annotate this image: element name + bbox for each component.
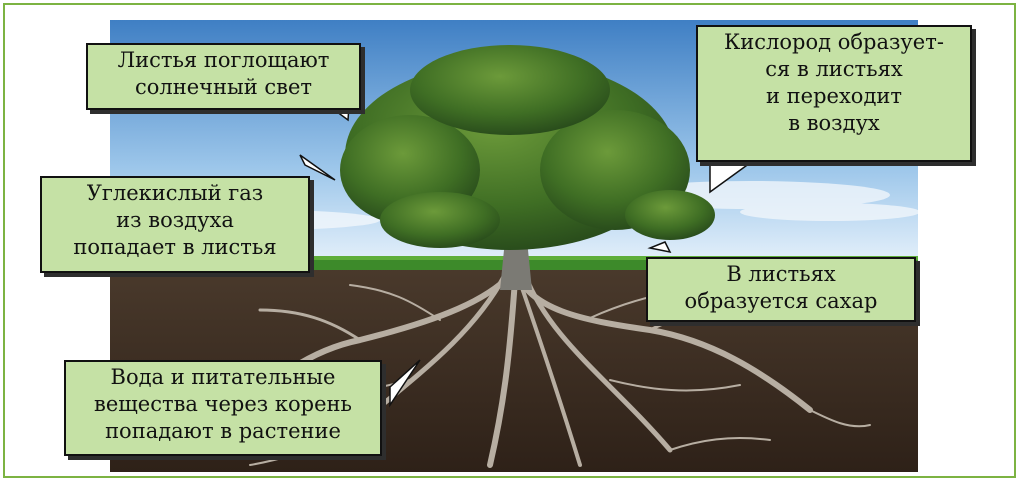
callout-oxygen-released: Кислород образует- ся в листьях и перехо… [696, 25, 972, 162]
callout-co2-enters-leaves: Углекислый газ из воздуха попадает в лис… [40, 176, 310, 273]
callout-sugar-formed: В листьях образуется сахар [646, 257, 916, 322]
callout-leaves-absorb-light: Листья поглощают солнечный свет [86, 43, 361, 110]
callout-water-nutrients-roots: Вода и питательные вещества через корень… [64, 360, 382, 456]
